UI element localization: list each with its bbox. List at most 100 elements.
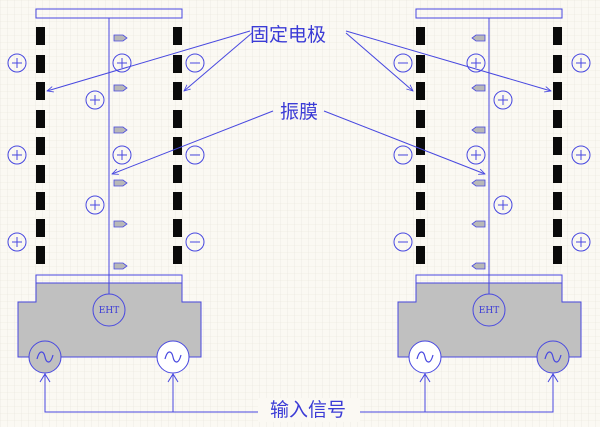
- charge-circle: [112, 53, 132, 73]
- fixed-electrode-segment: [416, 137, 425, 155]
- fixed-electrode-segment: [36, 27, 45, 45]
- positive-charge-icon: [85, 195, 105, 215]
- diaphragm-tab: [471, 126, 486, 134]
- fixed-electrode-segment: [173, 246, 182, 264]
- diaphragm-tab: [471, 34, 486, 42]
- left-speaker: EHT: [7, 8, 205, 374]
- positive-charge-icon: [466, 53, 486, 73]
- fixed-electrode-segment: [36, 110, 45, 128]
- diaphragm-tab: [113, 84, 128, 92]
- eht-label: EHT: [479, 306, 499, 316]
- sine-wave-icon: [416, 351, 434, 363]
- diaphragm-tab: [113, 126, 128, 134]
- charge-circle: [493, 195, 513, 215]
- charge-circle: [85, 90, 105, 110]
- fixed-electrode-segment: [553, 110, 562, 128]
- positive-charge-icon: [7, 232, 27, 252]
- charge-circle: [466, 53, 486, 73]
- diaphragm-tab: [113, 34, 128, 42]
- fixed-electrode-segment: [173, 192, 182, 210]
- arrow-diaphragm-left: [112, 110, 274, 174]
- fixed-electrode-segment: [553, 219, 562, 237]
- sine-wave-icon: [164, 351, 182, 363]
- positive-charge-icon: [571, 145, 591, 165]
- fixed-electrode-segment: [36, 246, 45, 264]
- positive-charge-icon: [112, 145, 132, 165]
- label-arrows: [44, 30, 554, 422]
- sine-wave-icon: [544, 351, 562, 363]
- arrow-fixed-electrode-right-outer: [345, 30, 551, 91]
- diaphragm-tab: [113, 262, 128, 270]
- diaphragm-tab: [113, 179, 128, 187]
- charge-circle: [7, 53, 27, 73]
- right-speaker: EHT: [393, 8, 591, 374]
- charge-circle: [7, 232, 27, 252]
- fixed-electrode-segment: [416, 82, 425, 100]
- positive-charge-icon: [7, 53, 27, 73]
- fixed-electrode-segment: [416, 219, 425, 237]
- diaphragm-tab: [471, 84, 486, 92]
- charge-circle: [571, 53, 591, 73]
- negative-charge-icon: [393, 232, 413, 252]
- diaphragm-tab: [471, 220, 486, 228]
- negative-charge-icon: [185, 145, 205, 165]
- fixed-electrode-segment: [416, 110, 425, 128]
- charge-circle: [185, 53, 205, 73]
- charge-circle: [571, 232, 591, 252]
- negative-charge-icon: [185, 232, 205, 252]
- input-arrowheads: [39, 373, 559, 383]
- charge-circle: [185, 232, 205, 252]
- diaphragm-tab: [471, 262, 486, 270]
- positive-charge-icon: [493, 90, 513, 110]
- sine-wave-icon: [36, 351, 54, 363]
- negative-charge-icon: [393, 53, 413, 73]
- fixed-electrode-segment: [173, 219, 182, 237]
- positive-charge-icon: [571, 53, 591, 73]
- fixed-electrode-segment: [416, 55, 425, 73]
- positive-charge-icon: [493, 195, 513, 215]
- fixed-electrode-label: 固定电极: [250, 24, 326, 46]
- fixed-electrode-segment: [173, 165, 182, 183]
- charge-circle: [7, 145, 27, 165]
- arrow-fixed-electrode-left-inner: [184, 32, 253, 91]
- charge-circle: [493, 90, 513, 110]
- diaphragm-tab: [471, 179, 486, 187]
- fixed-electrode-segment: [36, 165, 45, 183]
- fixed-electrode-segment: [36, 192, 45, 210]
- fixed-electrode-segment: [553, 55, 562, 73]
- fixed-electrode-segment: [553, 165, 562, 183]
- charge-circle: [393, 145, 413, 165]
- charge-circle: [112, 145, 132, 165]
- negative-charge-icon: [185, 53, 205, 73]
- fixed-electrode-segment: [416, 192, 425, 210]
- positive-charge-icon: [7, 145, 27, 165]
- eht-source-icon: [92, 293, 126, 327]
- diaphragm-tab: [113, 220, 128, 228]
- fixed-electrode-segment: [416, 165, 425, 183]
- fixed-electrode-segment: [553, 27, 562, 45]
- fixed-electrode-segment: [36, 137, 45, 155]
- fixed-electrode-segment: [553, 82, 562, 100]
- fixed-electrode-segment: [553, 192, 562, 210]
- positive-charge-icon: [571, 232, 591, 252]
- charge-circle: [393, 232, 413, 252]
- positive-charge-icon: [85, 90, 105, 110]
- charge-circle: [185, 145, 205, 165]
- positive-charge-icon: [112, 53, 132, 73]
- fixed-electrode-segment: [173, 110, 182, 128]
- fixed-electrode-segment: [36, 219, 45, 237]
- negative-charge-icon: [393, 145, 413, 165]
- eht-label: EHT: [99, 306, 119, 316]
- fixed-electrode-segment: [173, 137, 182, 155]
- charge-circle: [571, 145, 591, 165]
- fixed-electrode-segment: [416, 246, 425, 264]
- fixed-electrode-segment: [36, 55, 45, 73]
- arrow-fixed-electrode-right-inner: [345, 32, 413, 91]
- arrow-fixed-electrode-left-outer: [47, 30, 251, 91]
- positive-charge-icon: [466, 145, 486, 165]
- fixed-electrode-segment: [36, 82, 45, 100]
- charge-circle: [466, 145, 486, 165]
- fixed-electrode-segment: [173, 55, 182, 73]
